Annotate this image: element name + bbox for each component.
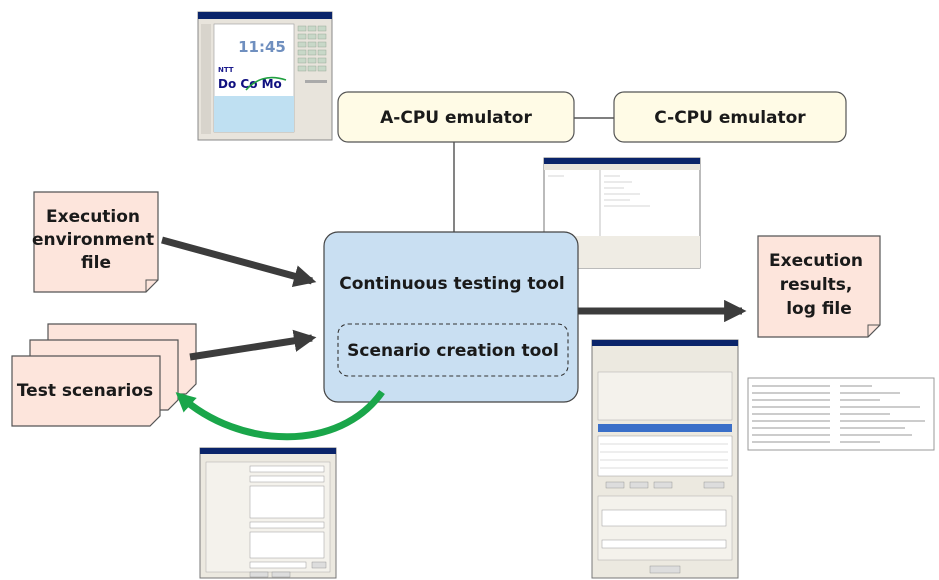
test-scenarios-label: Test scenarios (17, 381, 153, 401)
acpu-emulator-label: A-CPU emulator (380, 108, 532, 128)
scenario-creation-tool-box (337, 323, 569, 377)
execution-results-label: Execution results, log file (769, 251, 869, 319)
log-file-screenshot (747, 377, 935, 451)
phone-brand-logo: Do Co Mo (218, 77, 282, 91)
continuous-testing-tool-label: Continuous testing tool (339, 274, 564, 294)
arrow-env-to-tool (161, 236, 317, 288)
execution-environment-file-label: Execution environment file (32, 207, 160, 273)
phone-clock-text: 11:45 (238, 38, 286, 56)
test-scenarios-stack (11, 323, 197, 427)
arrow-creation-to-scenarios (175, 389, 385, 441)
result-viewer-screenshot (591, 339, 739, 579)
acpu-emulator-box (337, 91, 575, 143)
execution-results-file-shape (757, 235, 881, 338)
ccpu-emulator-box (613, 91, 847, 143)
execution-environment-file-shape (33, 191, 159, 293)
ccpu-emulator-label: C-CPU emulator (654, 108, 806, 128)
phone-emulator-screenshot: 11:45 NTT Do Co Mo (197, 11, 333, 141)
continuous-testing-tool-box (323, 231, 579, 403)
scenario-editor-screenshot (199, 447, 337, 579)
phone-brand-small: NTT (218, 66, 234, 74)
scenario-creation-tool-label: Scenario creation tool (347, 341, 559, 361)
arrow-scenarios-to-tool (189, 329, 317, 361)
